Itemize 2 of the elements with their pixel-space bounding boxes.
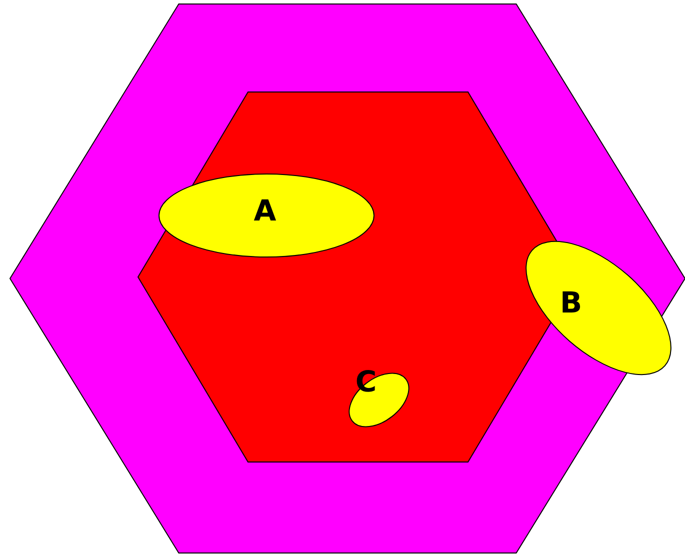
region-label: B [560, 288, 582, 318]
region-label: A [254, 196, 276, 226]
